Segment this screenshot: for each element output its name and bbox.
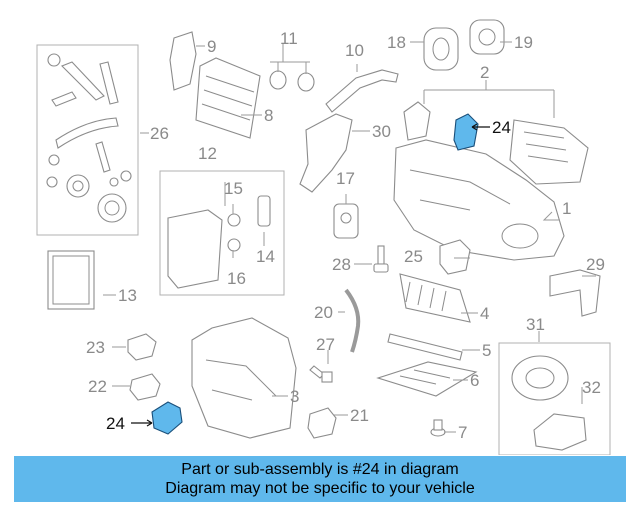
leader-lines	[103, 41, 596, 433]
part-6-tray	[376, 361, 478, 397]
callout-9: 9	[207, 37, 216, 56]
part-21-connector	[307, 407, 337, 439]
part-8-core	[195, 57, 261, 139]
part-4-filter	[399, 273, 471, 323]
banner-line-2: Diagram may not be specific to your vehi…	[165, 480, 475, 497]
callout-1: 1	[562, 199, 571, 218]
callout-5: 5	[482, 341, 491, 360]
part-22-clip	[129, 373, 161, 401]
callout-20: 20	[314, 303, 333, 322]
callout-19: 19	[514, 33, 533, 52]
part-28-bolt	[373, 245, 389, 273]
callout-7: 7	[458, 423, 467, 442]
part-30-bracket	[299, 113, 353, 193]
callout-17: 17	[336, 169, 355, 188]
part-29-bracket	[549, 269, 601, 317]
leader-lines-24	[131, 123, 490, 427]
part-9-bracket	[169, 31, 197, 91]
callout-29: 29	[586, 255, 605, 274]
callout-28: 28	[332, 255, 351, 274]
callout-27: 27	[316, 335, 335, 354]
callout-30: 30	[372, 122, 391, 141]
callout-23: 23	[86, 338, 105, 357]
group-box-12	[159, 170, 285, 296]
group-box-31	[498, 342, 611, 455]
callout-4: 4	[480, 304, 489, 323]
callout-22: 22	[88, 377, 107, 396]
callout-13: 13	[118, 286, 137, 305]
part-26-linkages	[46, 53, 132, 223]
callout-25: 25	[404, 247, 423, 266]
part-11-rings	[269, 70, 315, 92]
part-1-main-case	[393, 139, 565, 261]
callout-11: 11	[280, 29, 298, 48]
callout-15: 15	[224, 179, 243, 198]
callout-26: 26	[150, 124, 169, 143]
parts-diagram: 1 2 3 4 5 6 7 8 9 10 11 12 13 14 15 16 1…	[36, 19, 611, 455]
part-18-19-seals	[423, 19, 505, 71]
callout-18: 18	[387, 33, 406, 52]
part-12-group	[167, 195, 271, 289]
part-20-tube	[344, 288, 361, 353]
part-10-pipe	[325, 69, 399, 113]
callout-6: 6	[470, 371, 479, 390]
callout-8: 8	[264, 106, 273, 125]
part-7-grommet	[430, 419, 446, 437]
part-24-highlight-top	[453, 113, 479, 151]
part-17-actuator	[333, 203, 359, 239]
part-23-clip	[127, 333, 157, 361]
part-5-strip	[387, 333, 463, 361]
callout-16: 16	[227, 269, 246, 288]
part-24-highlight-bottom	[151, 401, 183, 435]
callout-31: 31	[526, 315, 545, 334]
callout-12: 12	[198, 144, 217, 163]
part-32-resistor	[533, 413, 587, 451]
group-box-26	[36, 44, 139, 236]
part-31-blower	[511, 355, 569, 401]
callout-3: 3	[290, 387, 299, 406]
banner-line-1: Part or sub-assembly is #24 in diagram	[181, 461, 459, 478]
callout-24-top: 24	[492, 118, 511, 137]
part-3-lower-case	[191, 317, 297, 439]
part-27-bolt	[309, 365, 333, 383]
part-25-servo	[439, 239, 471, 275]
callout-24-bottom: 24	[106, 414, 125, 433]
part-2-upper-housings	[403, 101, 589, 185]
callout-10: 10	[345, 41, 364, 60]
info-banner: Part or sub-assembly is #24 in diagram D…	[14, 456, 626, 502]
callout-32: 32	[582, 378, 601, 397]
callout-2: 2	[480, 63, 489, 82]
callout-21: 21	[350, 406, 369, 425]
part-13-filter	[47, 250, 95, 310]
callout-14: 14	[256, 247, 275, 266]
